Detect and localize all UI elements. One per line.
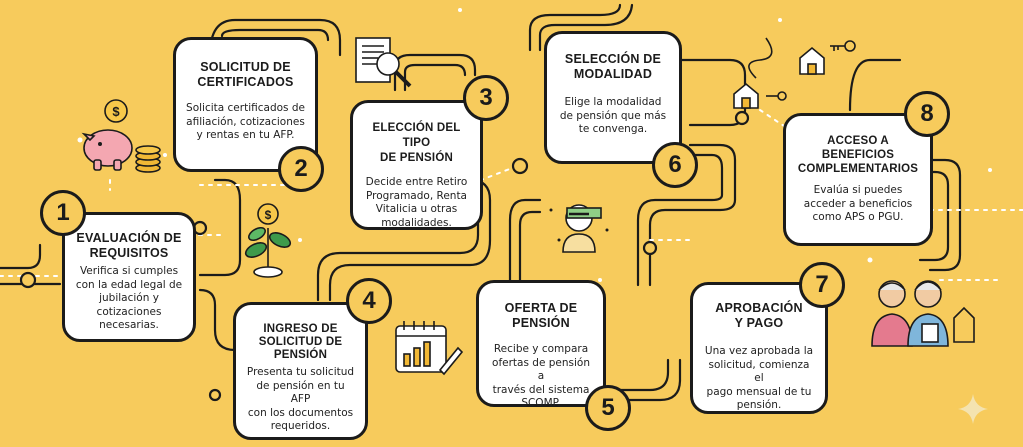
step-card-4: INGRESO DE SOLICITUD DE PENSIÓN Presenta… <box>233 302 368 440</box>
step-number-badge: 3 <box>463 75 509 121</box>
svg-text:$: $ <box>112 104 120 119</box>
magnifier-document-icon <box>355 37 412 88</box>
step-number-badge: 2 <box>278 146 324 192</box>
step-description: Elige la modalidad de pensión que más te… <box>559 96 667 135</box>
money-plant-icon: $ <box>244 203 292 278</box>
step-number-badge: 1 <box>40 190 86 236</box>
retiree-icon <box>549 204 609 253</box>
step-card-1: EVALUACIÓN DE REQUISITOS Verifica si cum… <box>62 212 196 342</box>
elderly-couple-icon <box>871 280 975 347</box>
step-number-badge: 7 <box>799 262 845 308</box>
step-title: APROBACIÓN Y PAGO <box>715 301 803 330</box>
step-card-7: APROBACIÓN Y PAGO Una vez aprobada la so… <box>690 282 828 414</box>
houses-keys-icon <box>733 37 856 109</box>
piggy-bank-icon: $ <box>81 99 161 173</box>
step-card-6: SELECCIÓN DE MODALIDAD Elige la modalida… <box>544 31 682 164</box>
step-title: SOLICITUD DE CERTIFICADOS <box>197 60 294 89</box>
step-card-5: OFERTA DE PENSIÓN Recibe y compara ofert… <box>476 280 606 409</box>
step-description: Una vez aprobada la solicitud, comienza … <box>704 345 814 411</box>
step-description: Presenta tu solicitud de pensión en tu A… <box>246 366 355 432</box>
step-description: Verifica si cumples con la edad legal de… <box>75 265 183 331</box>
step-title: ELECCIÓN DEL TIPO DE PENSIÓN <box>372 122 461 164</box>
step-title: ACCESO A BENEFICIOS COMPLEMENTARIOS <box>797 135 919 175</box>
step-card-8: ACCESO A BENEFICIOS COMPLEMENTARIOS Eval… <box>783 113 933 246</box>
step-number-badge: 8 <box>904 91 950 137</box>
step-title: SELECCIÓN DE MODALIDAD <box>564 52 662 81</box>
step-title: INGRESO DE SOLICITUD DE PENSIÓN <box>258 323 343 361</box>
step-number-badge: 4 <box>346 278 392 324</box>
step-number-badge: 5 <box>585 385 631 431</box>
step-title: OFERTA DE PENSIÓN <box>504 301 578 330</box>
step-description: Decide entre Retiro Programado, Renta Vi… <box>365 176 468 229</box>
step-title: EVALUACIÓN DE REQUISITOS <box>76 231 182 260</box>
calendar-chart-icon <box>395 321 464 376</box>
step-description: Recibe y compara ofertas de pensión a tr… <box>492 343 590 409</box>
step-description: Evalúa si puedes acceder a beneficios co… <box>803 184 913 223</box>
step-description: Solicita certificados de afiliación, cot… <box>186 102 305 141</box>
sparkle-icon <box>958 394 988 424</box>
step-card-3: ELECCIÓN DEL TIPO DE PENSIÓN Decide entr… <box>350 100 483 230</box>
step-number-badge: 6 <box>652 142 698 188</box>
svg-text:$: $ <box>265 208 272 222</box>
